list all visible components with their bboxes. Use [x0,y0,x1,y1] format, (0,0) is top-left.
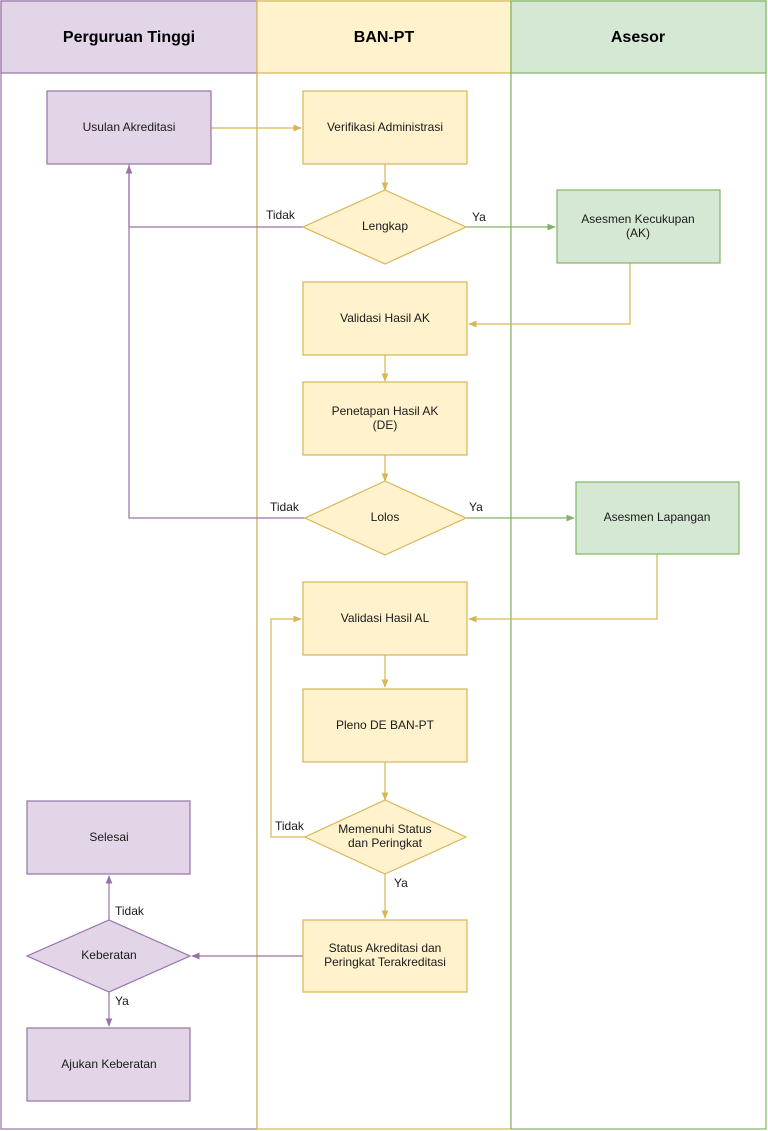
label-lengkap-ya: Ya [472,210,486,224]
lengkap-decision: Lengkap [301,189,468,265]
asesmen-lapangan-box: Asesmen Lapangan [575,481,740,555]
lane-title-ban-pt: BAN-PT [354,29,415,46]
node-label-line: Validasi Hasil AK [340,311,430,325]
node-label: Lengkap [362,219,408,233]
lane-asesor: Asesor [510,0,767,1130]
node-label-line: Lolos [371,510,400,524]
edge-memenuhi-tidak [270,615,305,838]
pleno-de-box: Pleno DE BAN-PT [302,688,468,763]
node-label: Pleno DE BAN-PT [336,718,435,732]
node-label: Asesmen Kecukupan(AK) [581,212,694,240]
node-label-line: Selesai [89,830,128,844]
lane-title-perguruan-tinggi: Perguruan Tinggi [63,29,195,46]
label-memenuhi-tidak: Tidak [275,819,305,833]
label-memenuhi-ya: Ya [394,876,408,890]
node-label: Ajukan Keberatan [61,1057,156,1071]
node-label-line: Lengkap [362,219,408,233]
node-label: Keberatan [81,948,136,962]
edge-al-validasi [468,554,658,623]
node-label-line: Verifikasi Administrasi [327,120,443,134]
edge-lolos-tidak [128,164,305,519]
node-label-line: (DE) [373,418,398,432]
node-label-line: Pleno DE BAN-PT [336,718,435,732]
node-label: Asesmen Lapangan [604,510,711,524]
node-label-line: Validasi Hasil AL [341,611,430,625]
keberatan-decision: Keberatan [25,919,192,993]
penetapan-hasil-ak-box: Penetapan Hasil AK(DE) [302,381,468,456]
validasi-hasil-ak-box: Validasi Hasil AK [302,281,468,356]
label-lolos-tidak: Tidak [270,500,300,514]
usulan-akreditasi-box: Usulan Akreditasi [46,90,212,165]
node-label-line: Status Akreditasi dan [329,941,442,955]
node-label-line: Asesmen Lapangan [604,510,711,524]
selesai-box: Selesai [26,800,191,875]
lane-header [510,0,767,74]
edges [105,124,658,1027]
node-label: Validasi Hasil AK [340,311,430,325]
node-label: Verifikasi Administrasi [327,120,443,134]
node-label-line: dan Peringkat [348,836,423,850]
node-label-line: Penetapan Hasil AK [332,404,439,418]
verifikasi-administrasi-box: Verifikasi Administrasi [302,90,468,165]
validasi-hasil-al-box: Validasi Hasil AL [302,581,468,656]
node-label-line: Peringkat Terakreditasi [324,955,446,969]
node-label-line: Keberatan [81,948,136,962]
node-label-line: Memenuhi Status [338,822,431,836]
label-lolos-ya: Ya [469,500,483,514]
node-label: Validasi Hasil AL [341,611,430,625]
asesmen-kecukupan-box: Asesmen Kecukupan(AK) [556,189,721,264]
node-label-line: Usulan Akreditasi [83,120,176,134]
node-label-line: (AK) [626,226,650,240]
node-label: Usulan Akreditasi [83,120,176,134]
node-label-line: Ajukan Keberatan [61,1057,156,1071]
edge-labels: Tidak Ya Tidak Ya Tidak Ya Tidak Ya [115,207,486,1008]
edge-ak-validasi [468,263,631,328]
label-keberatan-tidak: Tidak [115,904,145,918]
node-label: Penetapan Hasil AK(DE) [332,404,439,432]
label-keberatan-ya: Ya [115,994,129,1008]
ajukan-keberatan-box: Ajukan Keberatan [26,1027,191,1102]
lolos-decision: Lolos [303,480,468,556]
label-lengkap-tidak: Tidak [266,208,296,222]
lane-title-asesor: Asesor [611,29,665,46]
node-label: Selesai [89,830,128,844]
lane-body [510,0,767,1130]
node-label: Lolos [371,510,400,524]
lane-header [0,0,258,74]
node-label-line: Asesmen Kecukupan [581,212,694,226]
